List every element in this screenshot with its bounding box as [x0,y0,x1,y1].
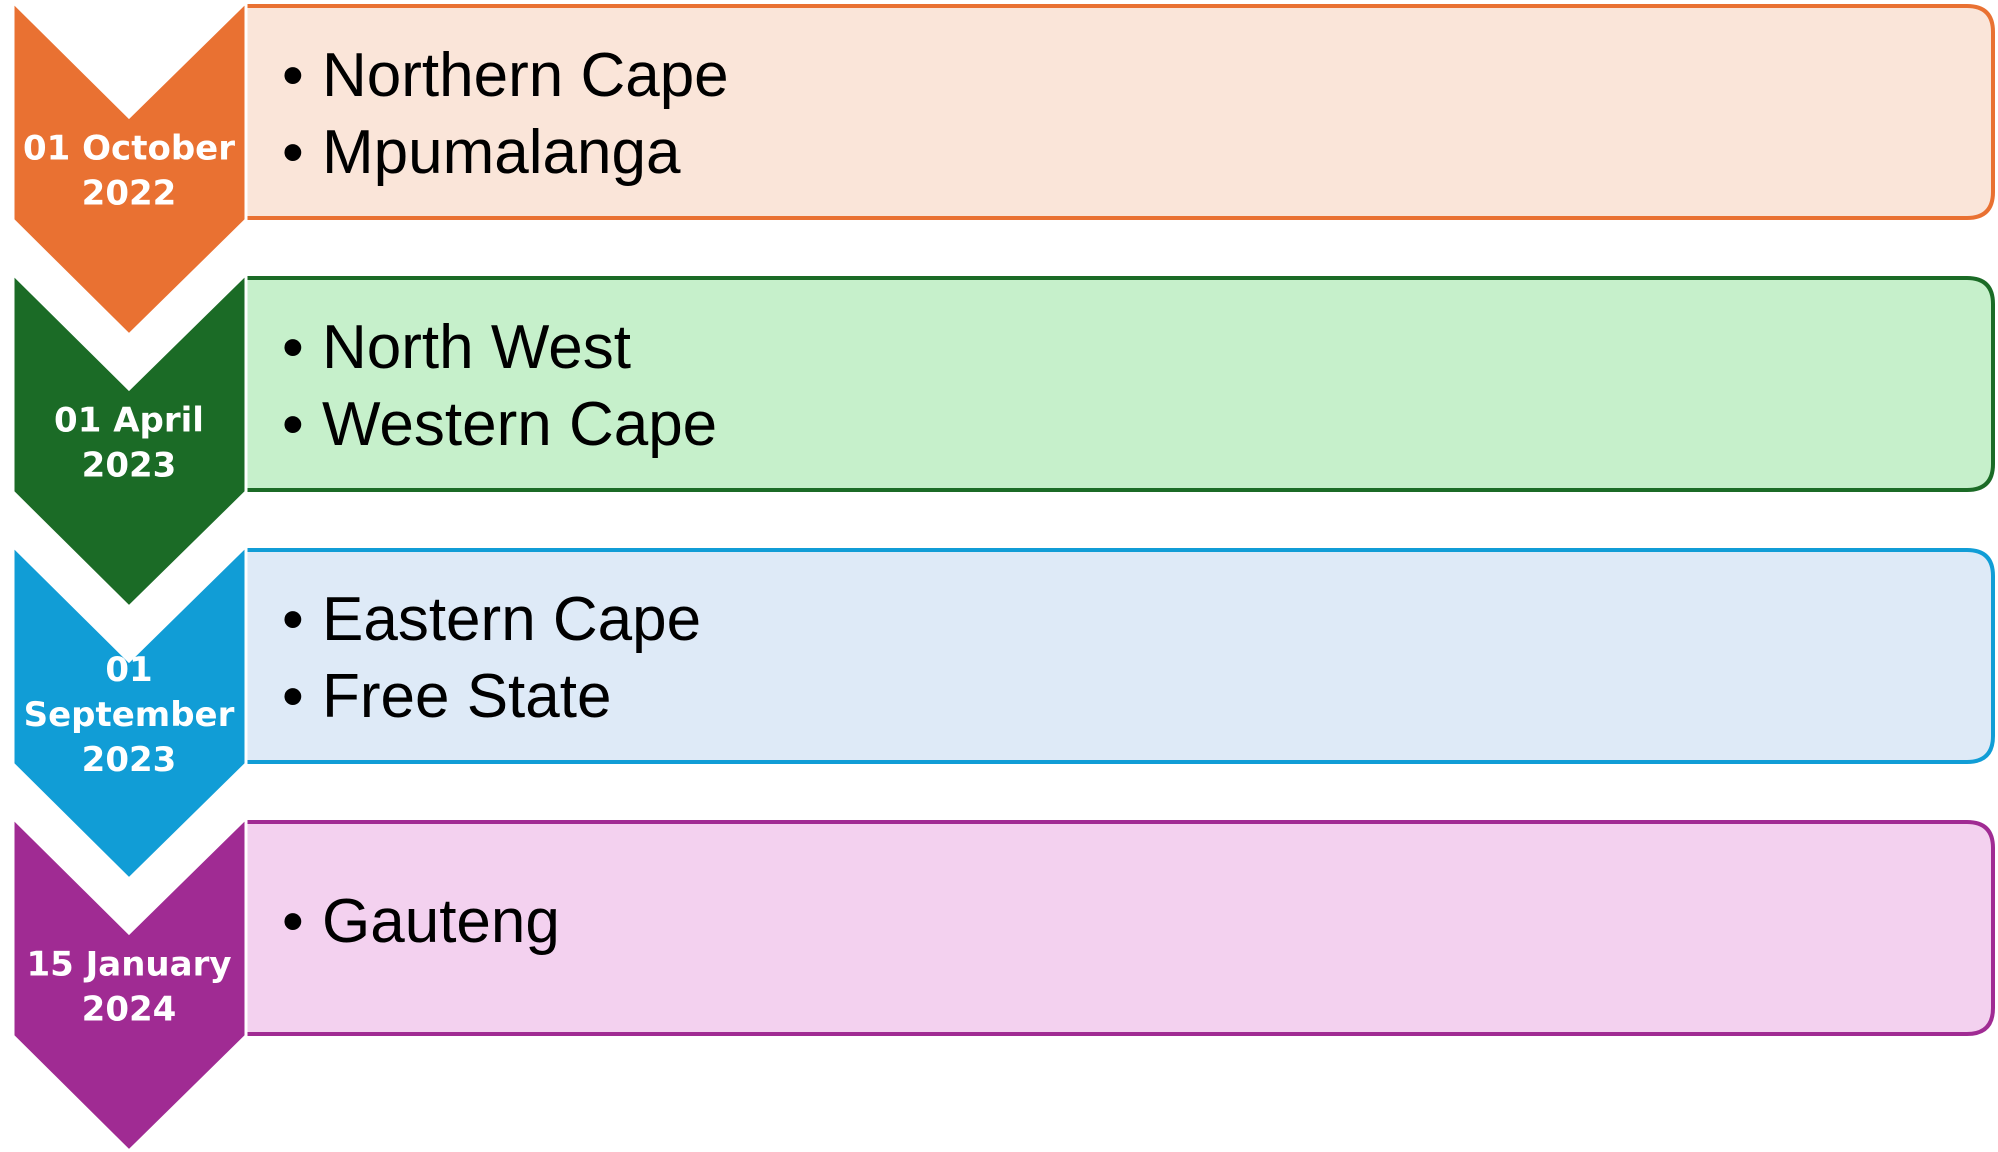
region-label: Western Cape [322,390,717,459]
date-chevron [11,542,248,882]
step-box [246,278,1993,490]
date-label: September [24,695,235,735]
step-box-border [246,820,1995,1036]
bullet-icon: • [282,41,304,110]
box-layer: • Northern Cape • Mpumalanga • North West • Wes… [246,4,1995,1036]
step-box-border [246,548,1995,764]
bullet-icon: • [282,585,304,654]
step-box-border [246,276,1995,492]
bullet-icon: • [282,662,304,731]
region-label: Mpumalanga [322,118,681,187]
date-chevron [11,0,248,338]
date-label: 2023 [82,446,177,486]
step-box [246,822,1993,1034]
region-label: Northern Cape [322,41,729,110]
date-chevron [11,814,248,1152]
region-label: Free State [322,662,611,731]
step-box [246,6,1993,218]
date-chevron [11,270,248,610]
bullet-icon: • [282,313,304,382]
date-label: 2023 [82,740,177,780]
step-box [246,550,1993,762]
region-label: Eastern Cape [322,585,701,654]
bullet-icon: • [282,887,304,956]
bullet-icon: • [282,118,304,187]
date-label: 01 October [23,129,235,169]
bullet-icon: • [282,390,304,459]
date-label: 2022 [82,174,177,214]
step-box-border [246,4,1995,220]
date-label: 01 [105,650,152,690]
date-label: 2024 [82,990,177,1030]
date-label: 15 January [26,945,231,985]
region-label: North West [322,313,631,382]
region-label: Gauteng [322,887,560,956]
date-label: 01 April [54,401,204,441]
